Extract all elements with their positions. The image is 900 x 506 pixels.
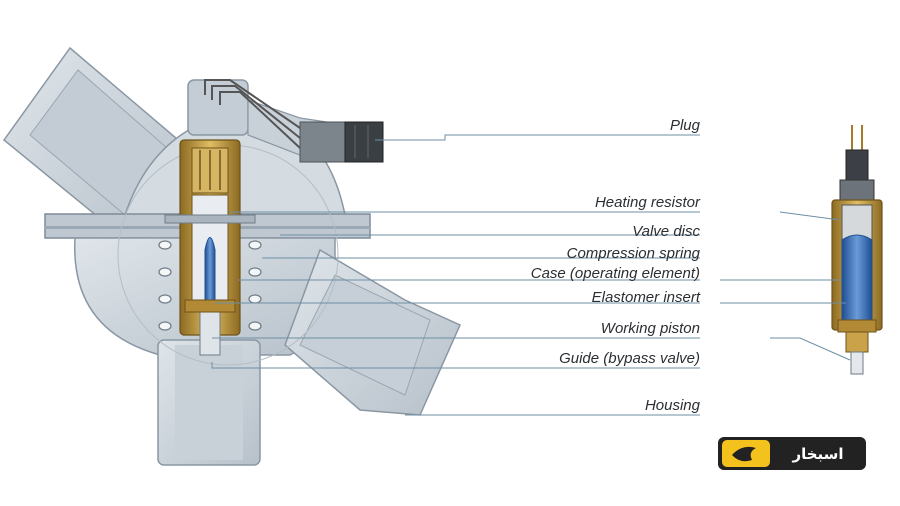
- label-elastomer-insert: Elastomer insert: [592, 289, 701, 306]
- leader-lines: [211, 134, 700, 416]
- label-valve-disc: Valve disc: [632, 223, 700, 240]
- working-element: [164, 139, 256, 356]
- compression-spring: [158, 240, 262, 331]
- element-detail: [720, 125, 883, 375]
- label-plug: Plug: [670, 117, 701, 134]
- logo-mark-icon: [732, 446, 756, 462]
- label-working-piston: Working piston: [601, 320, 700, 337]
- label-housing: Housing: [645, 397, 701, 414]
- brand-logo: اسبخار: [718, 437, 866, 470]
- label-compression-spring: Compression spring: [567, 245, 701, 262]
- label-heating-resistor: Heating resistor: [595, 194, 701, 211]
- label-case: Case (operating element): [531, 265, 700, 282]
- label-guide: Guide (bypass valve): [559, 350, 700, 367]
- logo-text: اسبخار: [791, 445, 843, 463]
- plug-connector: [204, 79, 384, 163]
